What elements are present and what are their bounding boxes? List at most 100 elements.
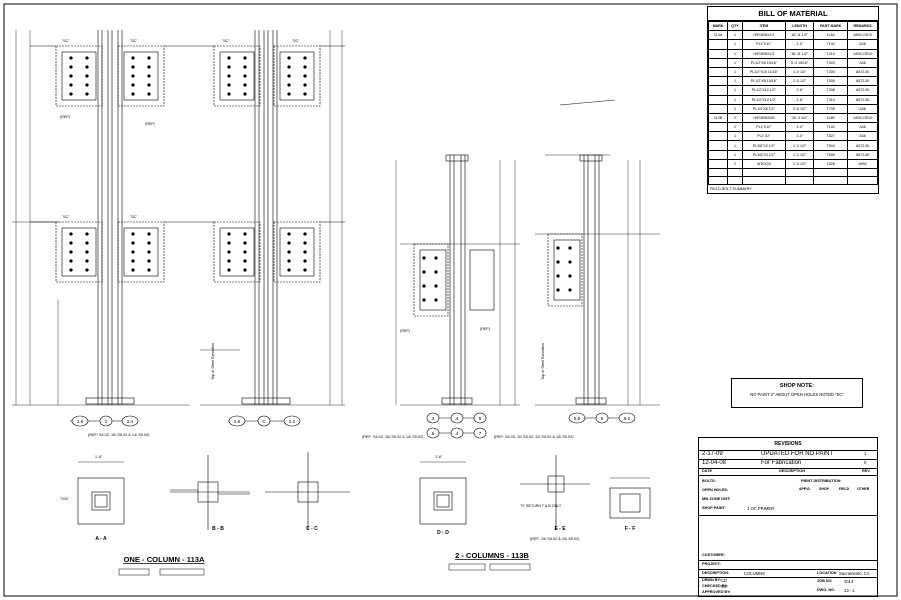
bolt-hole xyxy=(303,74,307,78)
bolt-hole xyxy=(287,83,291,87)
callout-sc: "SC" xyxy=(62,39,70,43)
ref-note-left: (REF: S4.03, 15/ S5.02 & 14/ S5.02) xyxy=(88,433,150,437)
bom-header-cell: LENGTH xyxy=(785,20,815,32)
dwg-value: 13 - 1 xyxy=(844,588,855,593)
bom-cell: T527 xyxy=(813,131,849,142)
location-value: Sacramento, CA xyxy=(839,571,870,576)
callout-rep: (REP) xyxy=(60,115,70,119)
checked-value: CS xyxy=(721,584,727,589)
column-113b-elevation-1 xyxy=(395,154,520,406)
bolt-hole xyxy=(556,246,560,250)
description-value: COLUMNS xyxy=(744,571,765,576)
bolt-hole xyxy=(287,232,291,236)
bom-cell xyxy=(707,57,729,68)
bolt-hole xyxy=(131,92,135,96)
column-mid-elevation xyxy=(190,30,345,406)
bubble-label: 3 xyxy=(432,416,435,421)
column-113b-elevation-2 xyxy=(535,99,660,406)
bolt-hole xyxy=(85,241,89,245)
bolt-hole xyxy=(422,256,426,260)
bom-cell xyxy=(847,176,878,185)
bolt-hole xyxy=(568,260,572,264)
bom-cell xyxy=(707,122,729,133)
section-dd xyxy=(419,461,467,525)
job-value: 2013 xyxy=(844,579,854,584)
revision-mark: 1 xyxy=(864,451,867,456)
section-ee-label: E - E xyxy=(554,526,566,532)
bom-cell: 113A xyxy=(813,30,849,41)
bom-cell: 1 xyxy=(727,48,743,59)
callout-tee: T102 xyxy=(60,497,68,501)
bolt-hole xyxy=(287,241,291,245)
bolt-hole xyxy=(303,268,307,272)
revision-mark: 0 xyxy=(864,460,867,465)
bolt-hole xyxy=(227,65,231,69)
bolt-hole xyxy=(422,270,426,274)
bolt-hole xyxy=(147,65,151,69)
bolt-hole xyxy=(303,56,307,60)
bubble-label: 6.2 xyxy=(624,416,631,421)
section-ff-label: F - F xyxy=(625,526,636,532)
bom-cell: 1'-0" xyxy=(785,122,815,133)
bom-header-cell: QTY xyxy=(727,20,743,32)
bolt-hole xyxy=(85,259,89,263)
bolt-hole xyxy=(147,259,151,263)
callout-sc: "SC" xyxy=(292,39,300,43)
bom-cell: 2 xyxy=(727,112,743,124)
bolt-hole xyxy=(227,56,231,60)
bolt-hole xyxy=(85,92,89,96)
bolt-hole xyxy=(69,241,73,245)
bolt-hole xyxy=(287,259,291,263)
bolt-hole xyxy=(131,65,135,69)
bom-cell xyxy=(707,140,729,151)
bolt-hole xyxy=(85,250,89,254)
title-block: REVISIONS 2-17-09 UPDATED FOR NO PAINT 1… xyxy=(698,437,878,597)
section-cc xyxy=(265,452,350,530)
section-dd-label: D - D xyxy=(437,530,449,536)
bolt-hole xyxy=(422,284,426,288)
top-of-steel-label: Top of Steel Elevation xyxy=(211,343,215,380)
bom-cell xyxy=(813,168,849,177)
bom-cell xyxy=(727,176,743,185)
bolt-hole xyxy=(243,74,247,78)
bolt-hole xyxy=(556,274,560,278)
bom-cell: A36 xyxy=(847,39,878,50)
bom-cell: T605 xyxy=(813,149,849,160)
bolt-hole xyxy=(422,298,426,302)
bolt-hole xyxy=(243,241,247,245)
drawing-titles: ONE - COLUMN - 113A 2 - COLUMNS - 113B xyxy=(123,551,529,564)
bom-cell: PL3/8"X3 1/2" xyxy=(741,149,787,160)
bolt-hole xyxy=(434,284,438,288)
bom-summary: FIELD BOLT SUMMARY xyxy=(710,187,752,191)
bolt-hole xyxy=(69,268,73,272)
bom-cell: PL3/8"X3 1/2" xyxy=(741,140,787,151)
bolt-hole xyxy=(227,83,231,87)
bolt-hole xyxy=(303,241,307,245)
bolts-label: BOLTS: xyxy=(702,479,716,483)
bom-cell: HSS8X8X1/2 xyxy=(741,48,787,59)
bolt-hole xyxy=(227,92,231,96)
print-dist-label: PRINT DISTRIBUTION xyxy=(801,479,841,483)
bubble-label: 2.4 xyxy=(127,419,134,424)
description-row: DESCRIPTION: COLUMNS LOCATION Sacramento… xyxy=(699,569,877,578)
bom-cell: 1 xyxy=(727,66,743,78)
bom-cell xyxy=(785,176,815,185)
dim-text: 1'-6" xyxy=(435,455,443,459)
dist-col: APPVL xyxy=(799,487,811,491)
bom-cell: T102 xyxy=(813,39,849,50)
ref-note-right: (REF: S4.03, 11/ S5.02, 12/ S5.02 & 14/ … xyxy=(494,435,574,439)
bom-cell: 1'-0" xyxy=(785,39,815,50)
bom-cell xyxy=(727,168,743,177)
callout-rep: (REP) xyxy=(480,327,490,331)
column-113a-elevation xyxy=(12,30,190,406)
bom-cell: 0'-4 15/16" xyxy=(785,57,815,68)
shop-note-heading: SHOP NOTE: xyxy=(779,383,815,389)
